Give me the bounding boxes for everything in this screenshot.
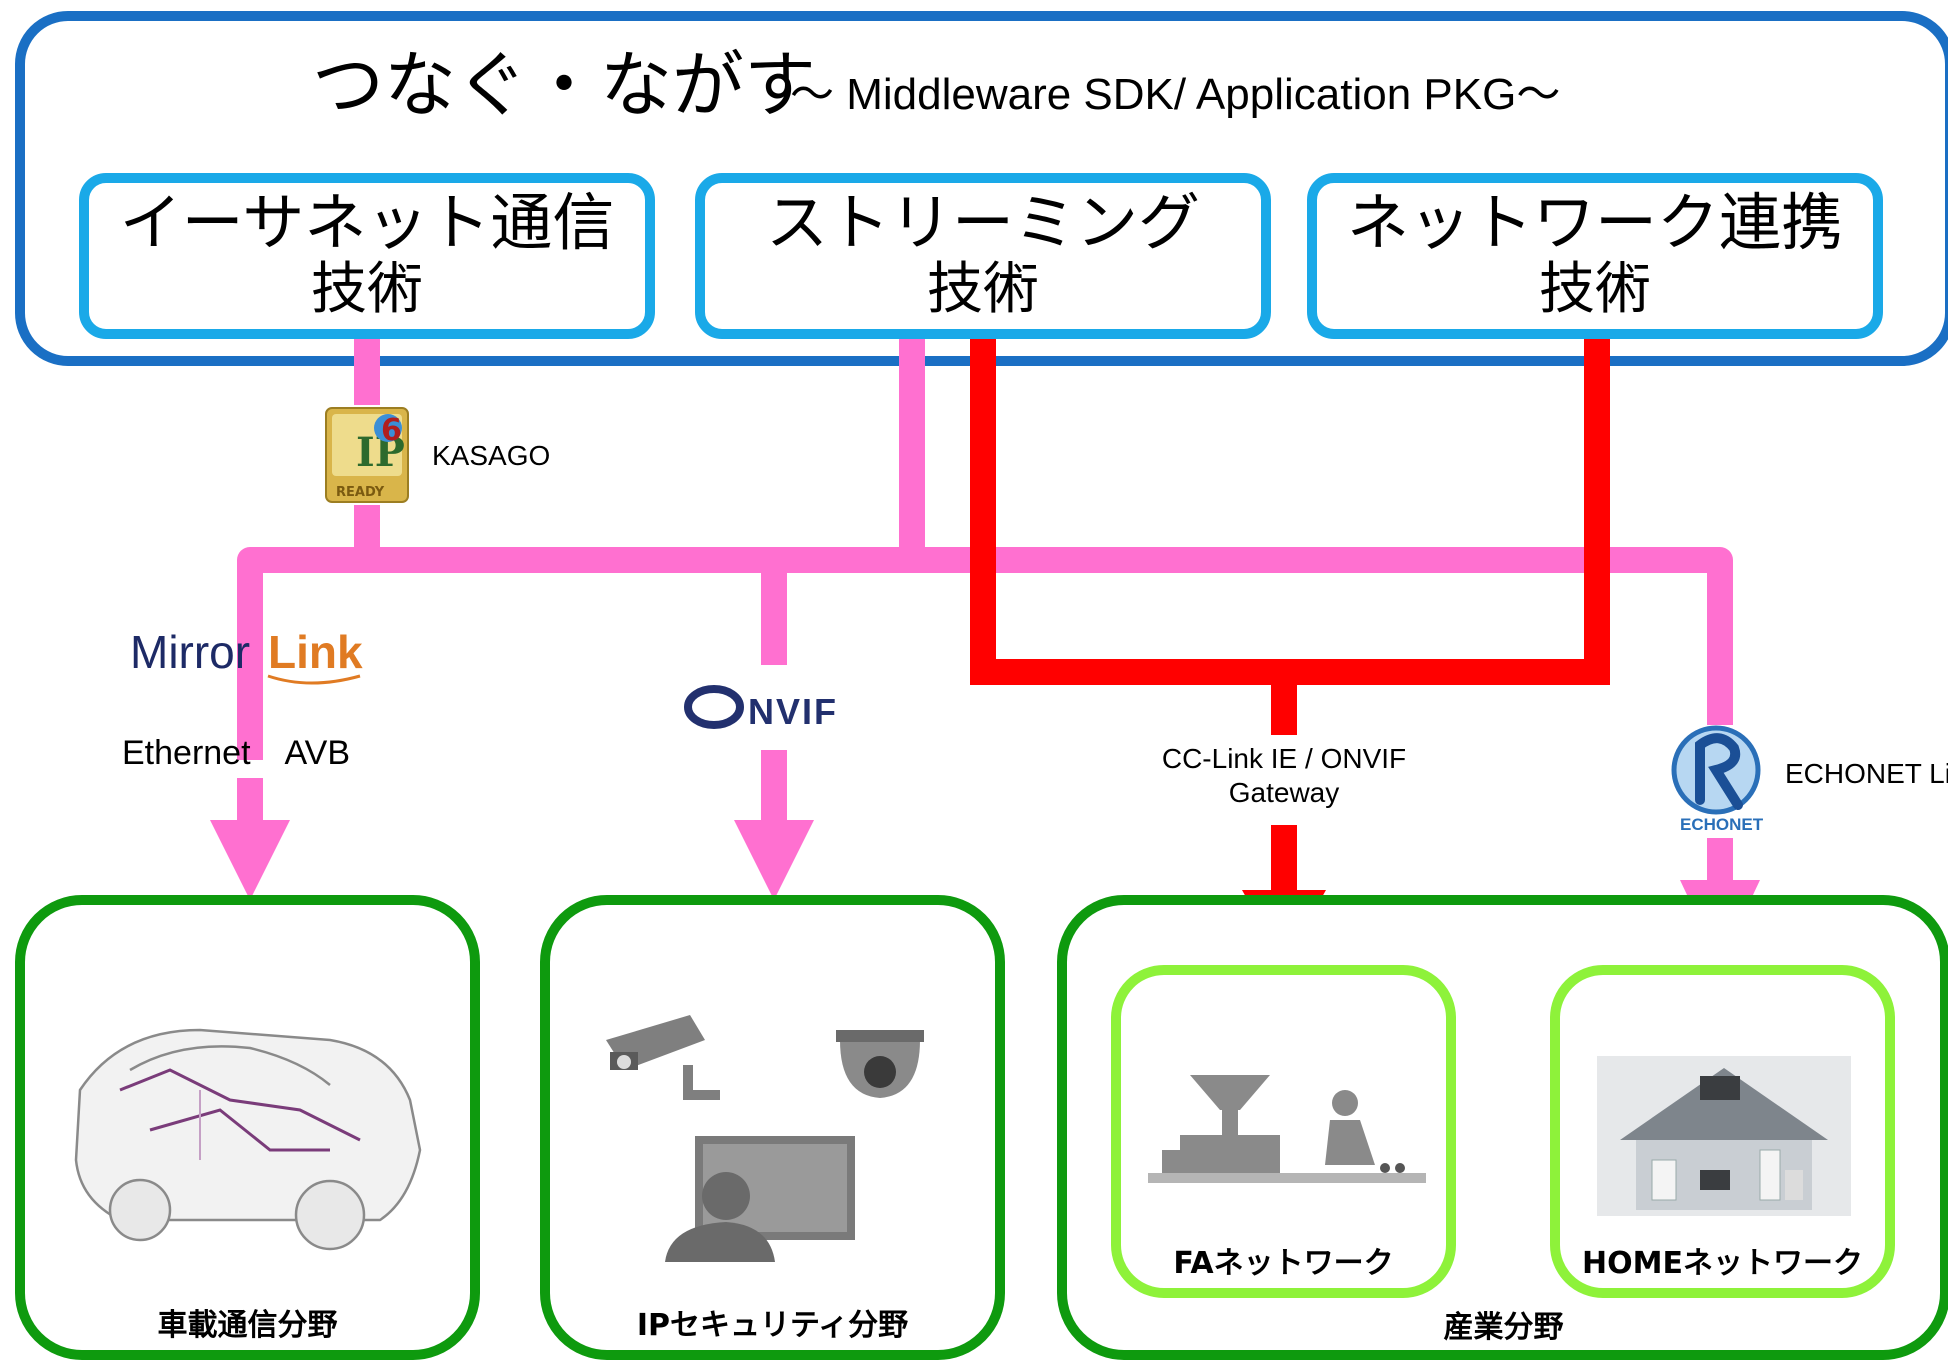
factory-icon xyxy=(1148,1075,1426,1183)
tech-streaming-line1: ストリーミング xyxy=(765,186,1200,259)
svg-text:NVIF: NVIF xyxy=(748,691,838,732)
svg-text:Mirror: Mirror xyxy=(130,626,250,678)
tech-box-ethernet xyxy=(79,173,655,339)
red-connectors xyxy=(970,339,1610,900)
tech-ethernet: イーサネット通信 技術 xyxy=(81,175,653,335)
tech-box-streaming xyxy=(695,173,1271,339)
main-title: つなぐ・ながす xyxy=(312,43,817,127)
tech-streaming: ストリーミング 技術 xyxy=(697,175,1269,335)
svg-text:Link: Link xyxy=(268,626,363,678)
monitor-operator-icon xyxy=(665,1136,855,1262)
tech-network-line2: 技術 xyxy=(1539,257,1651,322)
echonet-logo: ECHONET xyxy=(1671,725,1764,834)
automotive-label: 車載通信分野 xyxy=(157,1308,338,1343)
home-network-label: HOMEネットワーク xyxy=(1582,1246,1863,1281)
ethernet-avb-label: Ethernet AVB xyxy=(122,734,351,772)
security-camera-icon xyxy=(606,1015,720,1100)
cclink-gateway-label: CC-Link IE / ONVIF Gateway xyxy=(1140,742,1428,810)
industry-label: 産業分野 xyxy=(1443,1310,1564,1345)
svg-text:READY: READY xyxy=(336,485,385,500)
mirrorlink-logo: Mirror Link xyxy=(130,626,363,685)
cclink-label-line1: CC-Link IE / ONVIF xyxy=(1161,743,1407,774)
tech-ethernet-line2: 技術 xyxy=(311,257,423,322)
tech-network-line1: ネットワーク連携 xyxy=(1346,186,1843,259)
echonet-lite-label: ECHONET Lite xyxy=(1785,758,1948,789)
dome-camera-icon xyxy=(836,1030,924,1098)
kasago-label: KASAGO xyxy=(432,440,551,471)
fa-network-label: FAネットワーク xyxy=(1173,1246,1394,1281)
cclink-label-line2: Gateway xyxy=(1228,777,1340,808)
house-icon xyxy=(1597,1056,1851,1216)
ipv6-ready-logo: IP 6 READY xyxy=(325,407,409,503)
onvif-logo: NVIF xyxy=(684,685,838,732)
ip-security-label: IPセキュリティ分野 xyxy=(636,1308,909,1343)
tech-network: ネットワーク連携 技術 xyxy=(1309,175,1881,335)
tech-box-network xyxy=(1307,173,1883,339)
svg-text:ECHONET: ECHONET xyxy=(1680,815,1764,834)
svg-text:6: 6 xyxy=(381,413,402,448)
subtitle: ～ Middleware SDK/ Application PKG～ xyxy=(790,70,1561,119)
tech-streaming-line2: 技術 xyxy=(927,257,1039,322)
fa-network-frame xyxy=(1111,965,1456,1298)
arrow-to-automotive xyxy=(210,820,290,900)
tech-ethernet-line1: イーサネット通信 xyxy=(119,186,615,259)
ip-security-frame xyxy=(540,895,1005,1360)
arrow-to-ip-security xyxy=(734,820,814,900)
car-icon xyxy=(74,1028,422,1251)
